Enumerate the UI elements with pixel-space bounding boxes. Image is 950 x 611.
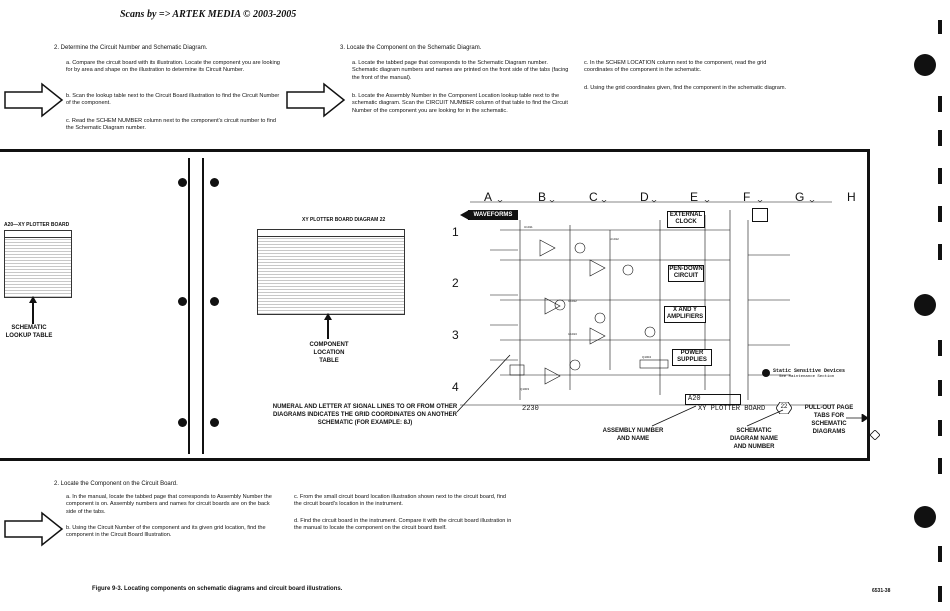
lookup-label: SCHEMATIC LOOKUP TABLE [5, 325, 53, 339]
waveforms-label: WAVEFORMS [473, 212, 513, 218]
pointer-line [746, 409, 784, 427]
grid-row-3: 3 [452, 328, 459, 342]
static-sensitive-icon [762, 369, 770, 377]
grid-col-d: D [640, 190, 649, 204]
comp-loc-label: COMPONENT LOCATION TABLE [309, 342, 349, 364]
grid-row-2: 2 [452, 276, 459, 290]
page-code: 2230 [522, 405, 539, 413]
panel-right-border [867, 149, 870, 461]
bottom-step2-title: 2. Locate the Component on the Circuit B… [54, 481, 178, 487]
svg-text:Q1004: Q1004 [642, 355, 651, 359]
small-table-title: A20—XY PLOTTER BOARD [4, 222, 70, 228]
grid-col-e: E [690, 190, 699, 204]
binding-line [188, 158, 190, 454]
arrow-right-icon [286, 82, 346, 118]
binder-hole [914, 506, 936, 528]
svg-text:Q1003: Q1003 [520, 387, 529, 391]
grid-col-g: G [795, 190, 805, 204]
arrow-up-icon [324, 313, 332, 339]
schem-name-label: SCHEMATIC DIAGRAM NAME AND NUMBER [730, 428, 778, 450]
margin-tick [938, 458, 942, 474]
margin-tick [938, 20, 942, 34]
pointer-line [456, 354, 511, 413]
margin-tick [938, 168, 942, 184]
assembly-tag: A20 [688, 395, 701, 403]
static-title: Static Sensitive Devices [773, 368, 846, 374]
grid-col-f: F [743, 190, 751, 204]
arrow-right-icon [4, 511, 64, 547]
binding-hole [210, 178, 219, 187]
top-step3-item-d: d. Using the grid coordinates given, fin… [584, 85, 787, 91]
binding-hole [178, 178, 187, 187]
top-step3-item-c: c. In the SCHEM LOCATION column next to … [584, 60, 767, 74]
binder-hole [914, 54, 936, 76]
waveforms-tab: WAVEFORMS [468, 210, 518, 220]
scan-credit: Scans by => ARTEK MEDIA © 2003-2005 [120, 9, 297, 20]
svg-text:U1011: U1011 [524, 225, 533, 229]
arrow-right-icon [4, 82, 64, 118]
margin-tick [938, 340, 942, 356]
svg-text:U1013: U1013 [568, 332, 577, 336]
top-step2-item-b: b. Scan the lookup table next to the Cir… [66, 93, 280, 107]
title-block: XY PLOTTER BOARD [698, 405, 766, 413]
pullout-label: PULL-OUT PAGE TABS FOR SCHEMATIC DIAGRAM… [804, 405, 854, 435]
top-step2-item-a: a. Compare the circuit board with its il… [66, 60, 280, 74]
schematic-lookup-table [4, 230, 72, 298]
binding-hole [210, 418, 219, 427]
panel-bottom-border [0, 458, 870, 461]
top-step2-title: 2. Determine the Circuit Number and Sche… [54, 45, 208, 51]
binder-hole [914, 294, 936, 316]
binding-line [202, 158, 204, 454]
component-location-table [257, 229, 405, 315]
pointer-line [651, 405, 697, 427]
binding-hole [178, 297, 187, 306]
bottom-item-b: b. Using the Circuit Number of the compo… [66, 525, 266, 539]
svg-text:U1012: U1012 [568, 299, 577, 303]
block-pen-down: PEN-DOWN CIRCUIT [668, 265, 704, 282]
page-number: 6531-38 [872, 588, 891, 594]
top-step3-item-b: b. Locate the Assembly Number in the Com… [352, 93, 568, 114]
grid-row-1: 1 [452, 225, 459, 239]
binding-hole [178, 418, 187, 427]
figure-caption: Figure 9-3. Locating components on schem… [92, 586, 343, 592]
component-box [752, 208, 768, 222]
block-power-supplies: POWER SUPPLIES [672, 349, 712, 366]
panel-top-border [0, 149, 870, 152]
tab-diamond-icon [870, 430, 880, 440]
top-step3-title: 3. Locate the Component on the Schematic… [340, 45, 482, 51]
numeral-note: NUMERAL AND LETTER AT SIGNAL LINES TO OR… [272, 404, 458, 426]
assembly-label: ASSEMBLY NUMBER AND NAME [602, 428, 664, 442]
grid-col-h: H [847, 190, 856, 204]
bottom-item-c: c. From the small circuit board location… [294, 494, 507, 508]
margin-tick [938, 586, 942, 602]
top-step3-item-a: a. Locate the tabbed page that correspon… [352, 60, 569, 81]
bottom-item-a: a. In the manual, locate the tabbed page… [66, 494, 272, 515]
grid-col-b: B [538, 190, 547, 204]
svg-text:U1012: U1012 [610, 237, 619, 241]
grid-col-c: C [589, 190, 598, 204]
margin-tick [938, 244, 942, 260]
comp-table-title: XY PLOTTER BOARD DIAGRAM 22 [302, 217, 386, 223]
arrow-up-icon [29, 296, 37, 324]
binding-hole [210, 297, 219, 306]
margin-tick [938, 420, 942, 436]
margin-tick [938, 380, 942, 396]
grid-col-a: A [484, 190, 493, 204]
margin-tick [938, 130, 942, 146]
arrow-right-icon [846, 414, 868, 422]
margin-tick [938, 96, 942, 112]
bottom-item-d: d. Find the circuit board in the instrum… [294, 518, 512, 532]
diagram-number: 22 [780, 404, 788, 410]
block-external-clock: EXTERNAL CLOCK [667, 211, 705, 228]
static-sub: See Maintenance Section [779, 375, 835, 379]
block-xy-amplifiers: X AND Y AMPLIFIERS [664, 306, 706, 323]
assembly-tag-box: A20 [685, 394, 741, 405]
top-step2-item-c: c. Read the SCHEM NUMBER column next to … [66, 118, 276, 132]
margin-tick [938, 546, 942, 562]
margin-tick [938, 206, 942, 222]
arrow-left-icon [460, 210, 469, 220]
grid-row-4: 4 [452, 380, 459, 394]
